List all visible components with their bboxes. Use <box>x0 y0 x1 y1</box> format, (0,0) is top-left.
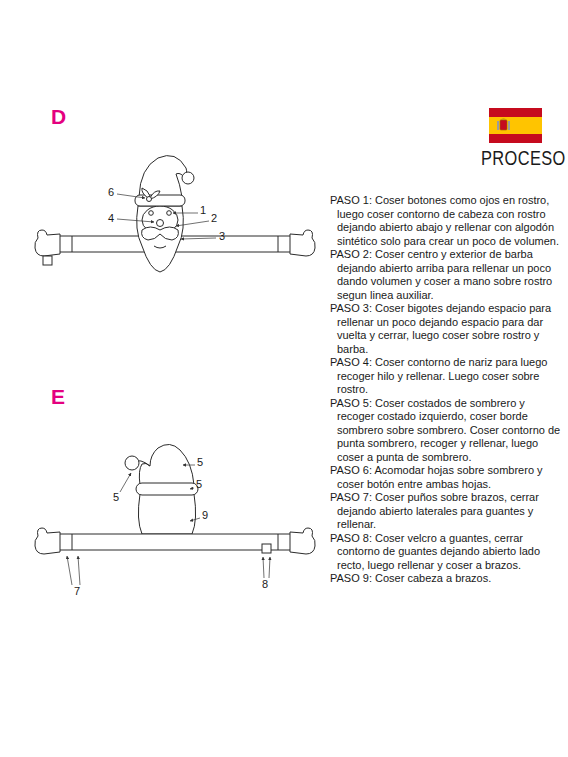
callout-number: 2 <box>211 213 217 224</box>
callout-number-wrap: 3 <box>219 231 225 242</box>
santa-front-part <box>137 206 184 272</box>
santa-front-part <box>147 197 152 202</box>
santa-front-part <box>154 246 166 248</box>
santa-front-part <box>135 195 185 206</box>
santa-front-part <box>35 230 60 256</box>
leader-lines-d-part <box>176 221 209 226</box>
leader-lines-e-part <box>67 556 72 585</box>
leader-lines-e-part <box>263 557 264 578</box>
step-text: PASO 7: Coser puños sobre brazos, cerrar… <box>330 491 562 532</box>
callout-number: 1 <box>200 205 206 216</box>
leader-lines-e-part <box>120 473 131 492</box>
santa-back-part <box>262 544 271 553</box>
santa-front-part <box>43 256 52 265</box>
leader-lines-d <box>117 194 216 239</box>
leader-lines-e-part <box>183 465 195 466</box>
santa-front-part <box>167 211 172 216</box>
santa-front-part <box>278 236 279 252</box>
figure-letter: D <box>51 106 66 127</box>
leader-lines-e-part <box>78 556 80 585</box>
callout-number: 5 <box>197 457 203 468</box>
callout-number-wrap: 5 <box>196 479 202 490</box>
santa-back-part <box>278 534 279 550</box>
callout-number-wrap: 5 <box>197 457 203 468</box>
spanish-flag <box>489 108 542 143</box>
callout-number-wrap: 8 <box>262 579 268 590</box>
step-text: PASO 8: Coser velcro a guantes, cerrar c… <box>330 532 562 573</box>
santa-back-part <box>136 483 198 495</box>
spanish-flag-part <box>489 134 542 143</box>
spanish-flag-part <box>497 121 499 130</box>
santa-front-part <box>182 172 194 184</box>
santa-front-part <box>142 227 179 240</box>
title-wrap: PROCESO <box>481 147 568 169</box>
leader-lines-e <box>67 465 270 585</box>
leader-lines-d-part <box>181 238 216 239</box>
leader-lines-d-part <box>117 219 154 222</box>
santa-front-part <box>157 220 164 227</box>
callout-number: 8 <box>262 579 268 590</box>
santa-front-part <box>72 236 73 252</box>
figure-letter-wrap: E <box>51 386 65 407</box>
figure-letter-wrap: D <box>51 106 66 127</box>
callout-number-wrap: 9 <box>202 510 208 521</box>
step-text: PASO 9: Coser cabeza a brazos. <box>330 572 562 586</box>
spanish-flag-part <box>500 118 507 120</box>
spanish-flag-part <box>489 108 542 117</box>
steps-column: PASO 1: Coser botones como ojos en rostr… <box>330 194 562 586</box>
santa-back-part <box>138 494 195 534</box>
santa-back-part <box>55 534 295 550</box>
leader-lines-e-part <box>190 518 200 521</box>
step-text: PASO 4: Coser contorno de nariz para lue… <box>330 356 562 397</box>
callout-number: 6 <box>108 187 114 198</box>
figure-letter: E <box>51 386 65 407</box>
spanish-flag-part <box>500 120 507 130</box>
santa-back-part <box>35 528 60 554</box>
spanish-flag-part <box>508 121 510 130</box>
callout-number: 3 <box>219 231 225 242</box>
callout-number-wrap: 5 <box>113 492 119 503</box>
step-text: PASO 3: Coser bigotes dejando espacio pa… <box>330 302 562 356</box>
callout-number-wrap: 4 <box>108 213 114 224</box>
leader-lines-e-part <box>190 488 194 489</box>
spanish-flag-part <box>489 117 542 134</box>
step-text: PASO 1: Coser botones como ojos en rostr… <box>330 194 562 248</box>
santa-front-part <box>139 156 187 197</box>
callout-number: 5 <box>196 479 202 490</box>
callout-number-wrap: 7 <box>74 586 80 597</box>
callout-number-wrap: 2 <box>211 213 217 224</box>
santa-back-part <box>72 534 73 550</box>
step-text: PASO 6: Acomodar hojas sobre sombrero y … <box>330 464 562 491</box>
callout-number: 9 <box>202 510 208 521</box>
callout-number-wrap: 6 <box>108 187 114 198</box>
leader-lines-d-part <box>117 194 145 198</box>
santa-front-part <box>290 230 315 256</box>
santa-back-part <box>125 456 139 470</box>
callout-number: 4 <box>108 213 114 224</box>
step-text: PASO 5: Coser costados de sombrero y rec… <box>330 397 562 465</box>
title: PROCESO <box>481 147 566 168</box>
callout-number: 7 <box>74 586 80 597</box>
callout-number-wrap: 1 <box>200 205 206 216</box>
leader-lines-d-part <box>173 213 198 214</box>
leader-lines-e-part <box>269 557 270 578</box>
santa-back <box>35 444 315 554</box>
step-text: PASO 2: Coser centro y exterior de barba… <box>330 248 562 302</box>
callout-number: 5 <box>113 492 119 503</box>
santa-back-part <box>290 528 315 554</box>
santa-front-part <box>149 211 154 216</box>
santa-front <box>35 156 315 272</box>
